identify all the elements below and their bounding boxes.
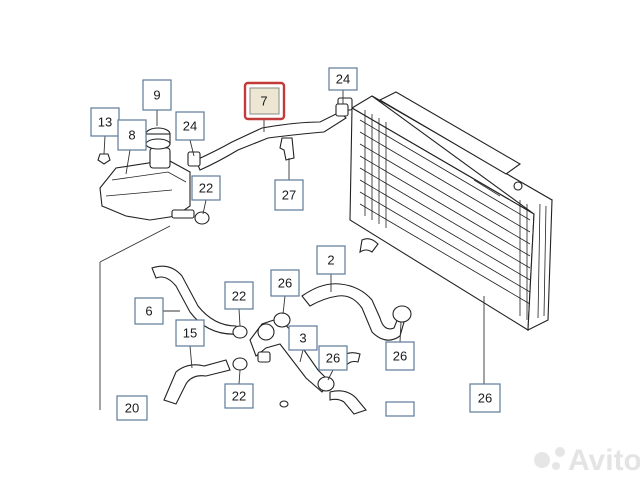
callout-3[interactable]: 3 [288,325,318,351]
callout-22-bottom[interactable]: 22 [224,383,254,409]
callout-6[interactable]: 6 [134,297,164,325]
callout-20-label: 20 [125,401,139,416]
watermark: Avito [534,444,640,477]
callout-2-label: 2 [327,253,334,268]
hose-15 [163,359,231,405]
callout-13-label: 13 [98,115,112,130]
callout-9-label: 9 [153,88,160,103]
callout-24-right[interactable]: 24 [328,67,358,91]
callout-26-middle-label: 26 [326,351,340,366]
radiator [337,91,553,331]
callout-blank [385,401,415,417]
callout-27-label: 27 [282,188,296,203]
callout-26-left[interactable]: 26 [270,269,300,297]
callout-22-top[interactable]: 22 [191,175,221,201]
callout-6-label: 6 [145,304,152,319]
radiator-fins [359,110,547,320]
callout-26-middle[interactable]: 26 [318,345,348,371]
callout-15-label: 15 [183,326,197,341]
leader-lines [99,88,501,410]
callout-7[interactable]: 7 [243,81,286,121]
callout-8[interactable]: 8 [117,119,147,151]
clamps [194,211,412,408]
callout-24-left[interactable]: 24 [175,111,205,141]
callout-15[interactable]: 15 [175,319,205,347]
callout-26-far-right[interactable]: 26 [469,383,501,413]
watermark-text: Avito [568,444,640,477]
callout-3-label: 3 [299,331,306,346]
callout-26-left-label: 26 [278,276,292,291]
callout-26-far-right-label: 26 [478,391,492,406]
avito-logo-icon [534,447,565,470]
callout-22-bottom-label: 22 [232,389,246,404]
upper-overflow-hose [187,103,349,171]
callout-22-middle[interactable]: 22 [224,281,254,310]
callout-26-right[interactable]: 26 [385,341,415,371]
callout-27[interactable]: 27 [274,179,304,211]
callout-24-right-label: 24 [336,72,350,87]
callout-22-top-label: 22 [199,181,213,196]
callout-20[interactable]: 20 [116,395,148,421]
callout-9[interactable]: 9 [142,79,172,111]
callout-7-label: 7 [260,94,267,109]
callout-13[interactable]: 13 [90,107,120,137]
expansion-tank [97,127,195,221]
callout-24-left-label: 24 [183,119,197,134]
callout-26-right-label: 26 [393,349,407,364]
callout-2[interactable]: 2 [316,245,346,275]
callout-22-middle-label: 22 [232,289,246,304]
callout-8-label: 8 [128,128,135,143]
